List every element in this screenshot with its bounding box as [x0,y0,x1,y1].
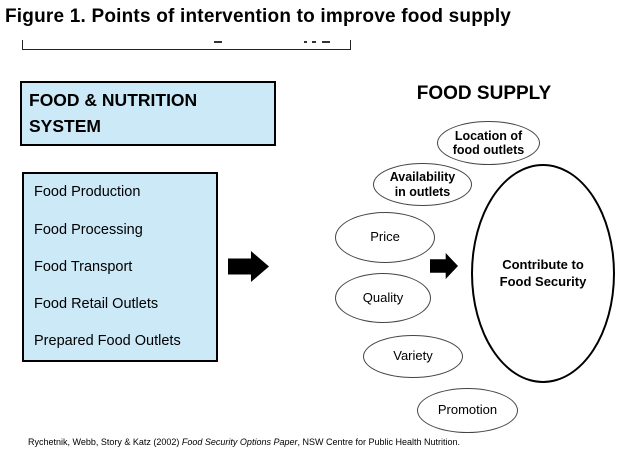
outcome-label: Contribute to Food Security [499,256,587,289]
figure-title: Figure 1. Points of intervention to impr… [5,6,512,27]
list-item: Prepared Food Outlets [34,333,181,350]
factor-label: Availability in outlets [389,170,456,199]
factor-ellipse-location: Location of food outlets [437,121,540,165]
food-nutrition-system-box: FOOD & NUTRITION SYSTEM [20,81,276,146]
factor-ellipse-variety: Variety [363,335,463,378]
list-item: Food Processing [34,221,143,238]
factor-ellipse-availability: Availability in outlets [373,163,472,206]
factor-label: Variety [393,348,433,364]
text-remnant-mark [322,41,330,43]
right-arrow-icon [228,251,269,282]
factor-label: Quality [362,289,404,305]
factor-ellipse-promotion: Promotion [417,388,518,433]
clipped-box-fragment [22,40,351,50]
system-items-box: Food Production Food Processing Food Tra… [22,172,218,362]
factor-label: Location of food outlets [452,128,525,157]
text-remnant-mark [304,41,307,43]
food-supply-heading: FOOD SUPPLY [416,83,552,104]
list-item: Food Retail Outlets [34,295,159,312]
factor-ellipse-price: Price [335,212,435,263]
citation-publisher: , NSW Centre for Public Health Nutrition… [297,437,461,447]
citation-work-title: Food Security Options Paper [181,437,298,447]
text-remnant-mark [214,41,222,43]
factor-label: Price [370,229,400,245]
factor-ellipse-quality: Quality [335,273,431,323]
citation: Rychetnik, Webb, Story & Katz (2002) Foo… [28,437,460,447]
list-item: Food Transport [34,258,133,275]
text-remnant-mark [312,41,316,43]
right-arrow-icon [430,253,458,279]
citation-authors: Rychetnik, Webb, Story & Katz (2002) [28,437,182,447]
list-item: Food Production [34,184,141,201]
food-nutrition-system-heading: FOOD & NUTRITION SYSTEM [29,90,198,136]
outcome-ellipse: Contribute to Food Security [471,164,615,383]
factor-label: Promotion [437,402,498,418]
